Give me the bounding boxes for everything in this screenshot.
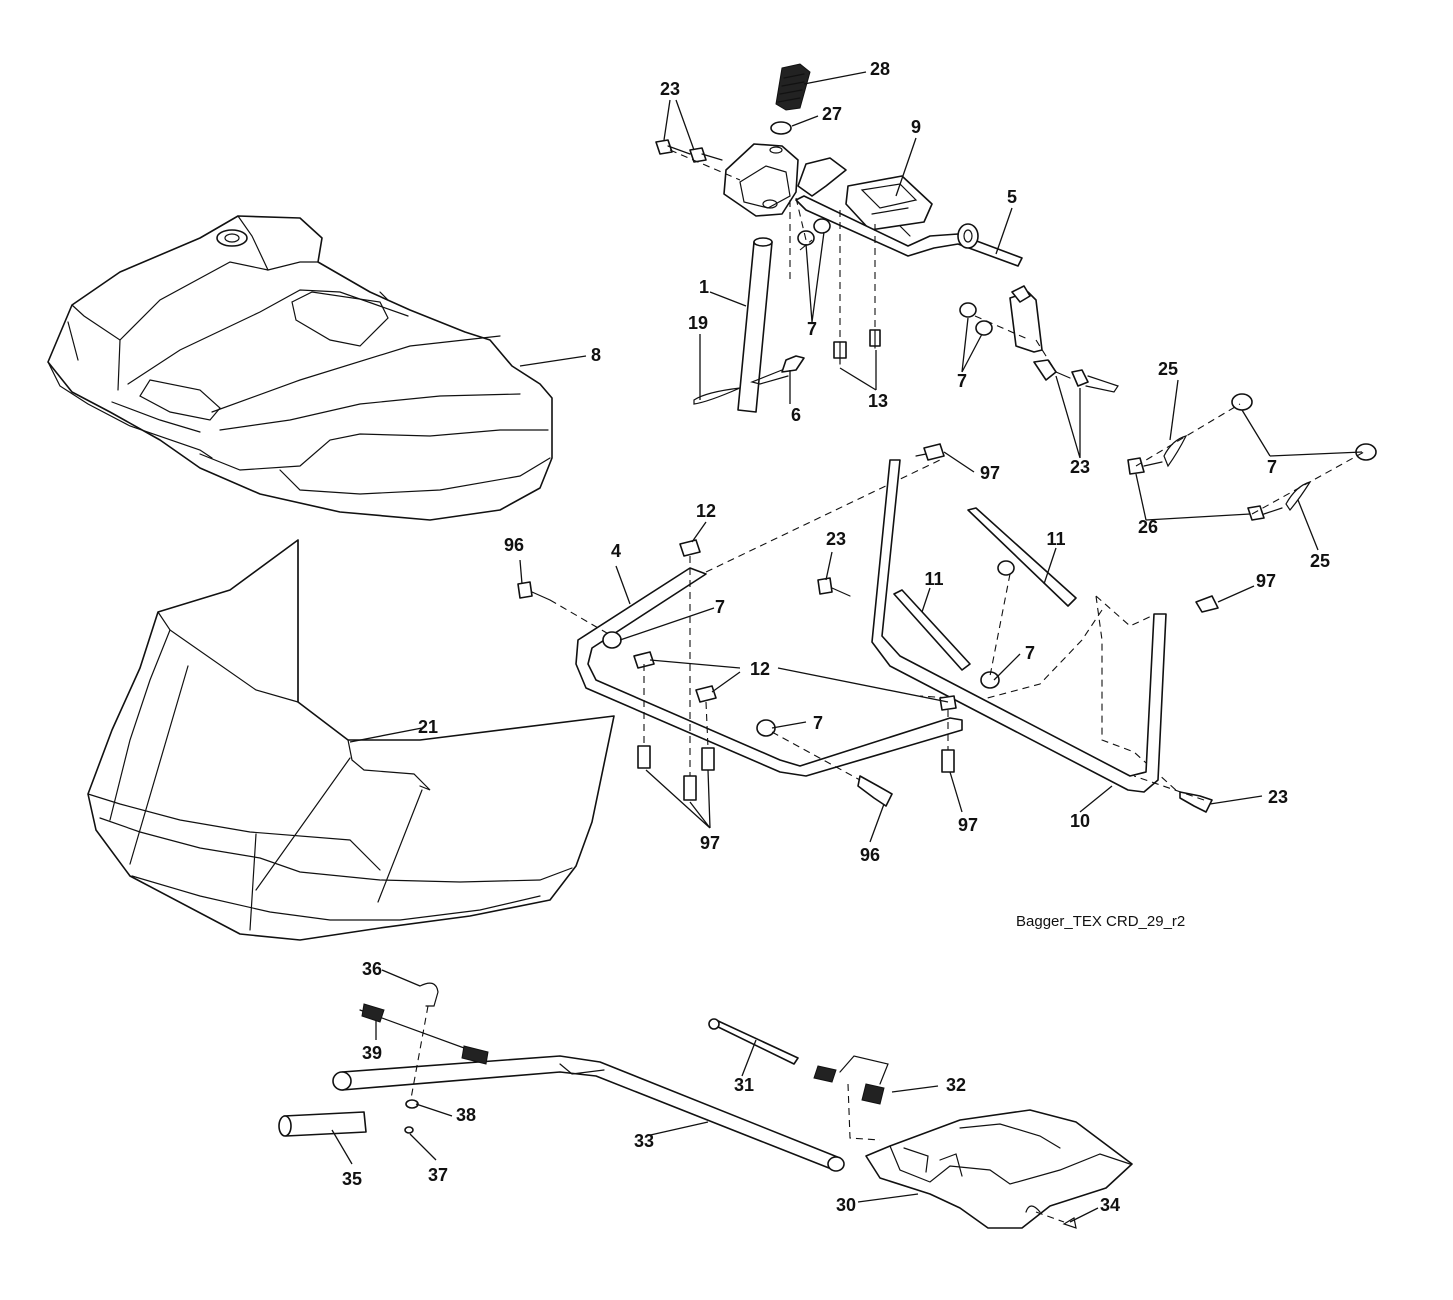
callout-7: 7	[807, 319, 817, 339]
callout-4: 4	[611, 541, 621, 561]
callout-34: 34	[1100, 1195, 1120, 1215]
assembly-lines-upper	[669, 149, 1057, 373]
callout-35: 35	[342, 1169, 362, 1189]
callout-33: 33	[634, 1131, 654, 1151]
handle-assembly	[655, 63, 1119, 413]
bagger-bag	[87, 539, 615, 941]
callout-12: 12	[696, 501, 716, 521]
callout-25: 25	[1158, 359, 1178, 379]
callout-30: 30	[836, 1195, 856, 1215]
callout-31: 31	[734, 1075, 754, 1095]
bag-frame	[517, 443, 1219, 813]
callout-11: 11	[1046, 529, 1065, 549]
callout-13: 13	[868, 391, 888, 411]
callout-6: 6	[791, 405, 801, 425]
callout-7: 7	[1267, 457, 1277, 477]
leader-lines	[331, 71, 1363, 1223]
drawing-reference-code: Bagger_TEX CRD_29_r2	[1016, 913, 1185, 930]
callout-7: 7	[813, 713, 823, 733]
callout-27: 27	[822, 104, 842, 124]
callout-12: 12	[750, 659, 770, 679]
callout-11: 11	[924, 569, 943, 589]
callout-7: 7	[1025, 643, 1035, 663]
callout-23: 23	[660, 79, 680, 99]
callout-labels: 28 23 27 9 5 1 19 7 8 25 7 13 6 7 23 97 …	[342, 59, 1330, 1215]
callout-7: 7	[957, 371, 967, 391]
callout-5: 5	[1007, 187, 1017, 207]
callout-97: 97	[1256, 571, 1276, 591]
callout-1: 1	[699, 277, 709, 297]
callout-97: 97	[958, 815, 978, 835]
callout-96: 96	[504, 535, 524, 555]
callout-19: 19	[688, 313, 708, 333]
lower-assembly	[278, 982, 1133, 1229]
bagger-top-cover	[47, 215, 553, 521]
callout-26: 26	[1138, 517, 1158, 537]
right-hardware	[1127, 393, 1377, 521]
callout-9: 9	[911, 117, 921, 137]
callout-23: 23	[826, 529, 846, 549]
callout-28: 28	[870, 59, 890, 79]
callout-96: 96	[860, 845, 880, 865]
callout-21: 21	[418, 717, 438, 737]
callout-36: 36	[362, 959, 382, 979]
callout-8: 8	[591, 345, 601, 365]
callout-37: 37	[428, 1165, 448, 1185]
callout-23: 23	[1070, 457, 1090, 477]
callout-23: 23	[1268, 787, 1288, 807]
callout-38: 38	[456, 1105, 476, 1125]
callout-97: 97	[700, 833, 720, 853]
callout-32: 32	[946, 1075, 966, 1095]
callout-39: 39	[362, 1043, 382, 1063]
callout-97: 97	[980, 463, 1000, 483]
callout-10: 10	[1070, 811, 1090, 831]
callout-7: 7	[715, 597, 725, 617]
callout-25: 25	[1310, 551, 1330, 571]
